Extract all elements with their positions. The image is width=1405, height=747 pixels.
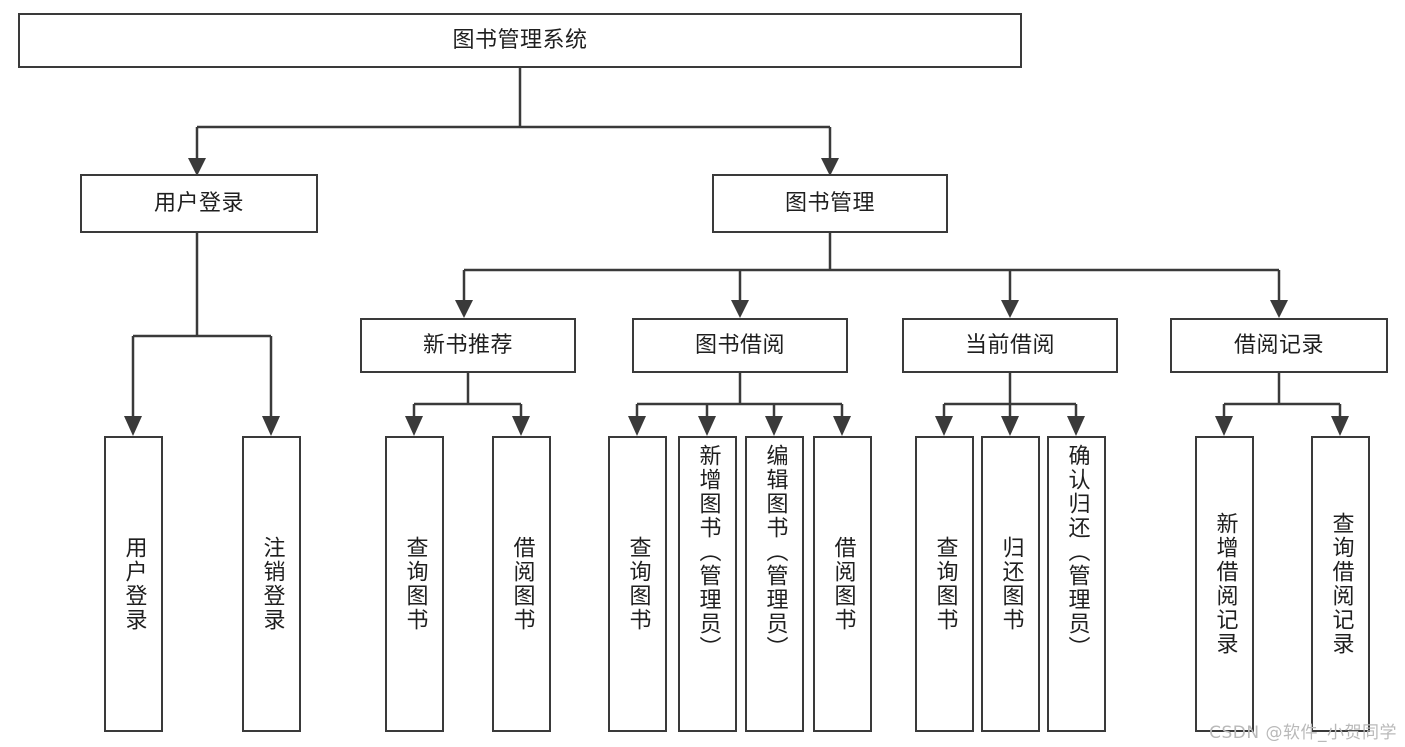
node-root-label: 图书管理系统 <box>452 27 588 53</box>
node-leaf-return-book-label: 归还图书 <box>998 536 1024 632</box>
node-new-book-recommend-label: 新书推荐 <box>422 332 513 358</box>
node-current-borrow-label: 当前借阅 <box>964 332 1055 358</box>
node-leaf-query-book-3-label: 查询图书 <box>932 536 958 632</box>
node-leaf-query-record[interactable]: 查询借阅记录 <box>1311 436 1370 732</box>
node-leaf-query-record-label: 查询借阅记录 <box>1328 512 1354 656</box>
node-leaf-add-record[interactable]: 新增借阅记录 <box>1195 436 1254 732</box>
node-book-manage-label: 图书管理 <box>784 190 875 216</box>
node-leaf-query-book-2-label: 查询图书 <box>625 536 651 632</box>
watermark-text: CSDN @软件_小贺同学 <box>1209 723 1397 743</box>
node-borrow-record-label: 借阅记录 <box>1233 332 1324 358</box>
node-leaf-borrow-book-2[interactable]: 借阅图书 <box>813 436 872 732</box>
node-book-borrow[interactable]: 图书借阅 <box>632 318 848 373</box>
node-leaf-query-book-1[interactable]: 查询图书 <box>385 436 444 732</box>
node-user-login[interactable]: 用户登录 <box>80 174 318 233</box>
node-leaf-query-book-1-label: 查询图书 <box>402 536 428 632</box>
node-leaf-add-book[interactable]: 新增图书（管理员） <box>678 436 737 732</box>
node-leaf-add-book-label: 新增图书（管理员） <box>695 444 721 660</box>
node-root[interactable]: 图书管理系统 <box>18 13 1022 68</box>
node-leaf-logout[interactable]: 注销登录 <box>242 436 301 732</box>
node-borrow-record[interactable]: 借阅记录 <box>1170 318 1388 373</box>
node-leaf-logout-label: 注销登录 <box>259 536 285 632</box>
node-leaf-edit-book[interactable]: 编辑图书（管理员） <box>745 436 804 732</box>
node-leaf-confirm-return[interactable]: 确认归还（管理员） <box>1047 436 1106 732</box>
node-leaf-query-book-3[interactable]: 查询图书 <box>915 436 974 732</box>
node-leaf-borrow-book-1[interactable]: 借阅图书 <box>492 436 551 732</box>
node-book-manage[interactable]: 图书管理 <box>712 174 948 233</box>
node-leaf-user-login[interactable]: 用户登录 <box>104 436 163 732</box>
node-user-login-label: 用户登录 <box>153 190 244 216</box>
node-leaf-confirm-return-label: 确认归还（管理员） <box>1064 444 1090 660</box>
node-leaf-return-book[interactable]: 归还图书 <box>981 436 1040 732</box>
node-leaf-borrow-book-2-label: 借阅图书 <box>830 536 856 632</box>
node-leaf-query-book-2[interactable]: 查询图书 <box>608 436 667 732</box>
node-book-borrow-label: 图书借阅 <box>694 332 785 358</box>
node-leaf-add-record-label: 新增借阅记录 <box>1212 512 1238 656</box>
node-leaf-user-login-label: 用户登录 <box>121 536 147 632</box>
node-leaf-borrow-book-1-label: 借阅图书 <box>509 536 535 632</box>
node-new-book-recommend[interactable]: 新书推荐 <box>360 318 576 373</box>
node-current-borrow[interactable]: 当前借阅 <box>902 318 1118 373</box>
node-leaf-edit-book-label: 编辑图书（管理员） <box>762 444 788 660</box>
